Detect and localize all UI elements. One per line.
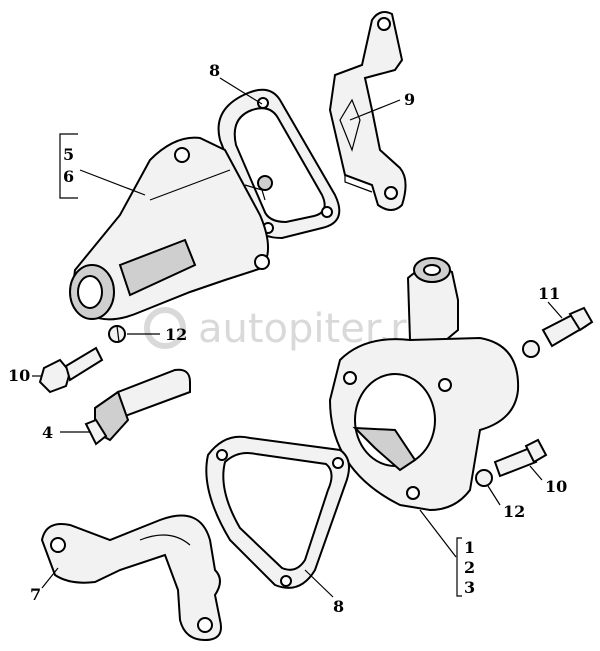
washer-lower-part-12 xyxy=(475,469,493,487)
gasket-lower-part-8 xyxy=(205,435,350,589)
label-10-right: 10 xyxy=(545,477,567,496)
sensor-part-4 xyxy=(84,368,191,446)
label-1: 1 xyxy=(464,538,475,557)
label-10-left: 10 xyxy=(8,366,30,385)
bracket-part-9 xyxy=(328,11,407,211)
label-4: 4 xyxy=(42,423,53,442)
label-9: 9 xyxy=(404,90,415,109)
label-11: 11 xyxy=(538,284,560,303)
group-brackets xyxy=(59,133,462,597)
label-3: 3 xyxy=(464,578,475,597)
bolt-right-part-10 xyxy=(493,438,548,478)
washer-upper-part-12 xyxy=(108,325,126,343)
label-12-upper: 12 xyxy=(165,325,187,344)
label-6: 6 xyxy=(63,167,74,186)
bracket-part-7 xyxy=(40,514,222,642)
bolt-part-11 xyxy=(522,306,594,358)
leader-lines xyxy=(32,77,563,598)
housing-part-1-2-3 xyxy=(328,257,520,512)
label-2: 2 xyxy=(464,558,475,577)
label-8-upper: 8 xyxy=(209,61,220,80)
label-7: 7 xyxy=(30,585,41,604)
housing-part-5-6 xyxy=(69,136,273,321)
bolt-left-part-10 xyxy=(38,346,104,394)
label-8-lower: 8 xyxy=(333,597,344,616)
label-5: 5 xyxy=(63,145,74,164)
label-12-lower: 12 xyxy=(503,502,525,521)
